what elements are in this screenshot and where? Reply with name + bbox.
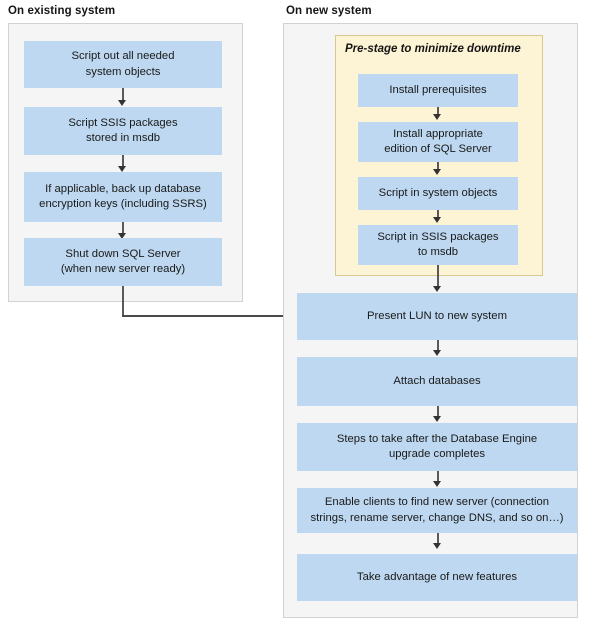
node-line-1: Script SSIS packages <box>68 116 178 129</box>
arrow-down-icon <box>118 100 127 106</box>
node-line-1: Install appropriate <box>393 127 483 140</box>
arrow-down-icon <box>118 166 127 172</box>
arrow-down-icon <box>433 350 442 356</box>
node-line-1: Script in SSIS packages <box>377 230 499 243</box>
node-install-sql-server-edition: Install appropriate edition of SQL Serve… <box>358 122 518 162</box>
connector-new-3 <box>437 471 439 483</box>
node-script-in-system-objects: Script in system objects <box>358 177 518 210</box>
node-line-2: edition of SQL Server <box>384 143 492 155</box>
node-install-prerequisites: Install prerequisites <box>358 74 518 107</box>
arrow-down-icon <box>433 114 442 120</box>
node-line-1: Attach databases <box>393 374 481 387</box>
node-line-2: to msdb <box>417 246 459 258</box>
node-shut-down-sql-server: Shut down SQL Server (when new server re… <box>24 238 222 286</box>
arrow-down-icon <box>433 481 442 487</box>
node-attach-databases: Attach databases <box>297 357 577 406</box>
node-enable-clients-find-server: Enable clients to find new server (conne… <box>297 488 577 533</box>
node-line-2: strings, rename server, change DNS, and … <box>310 511 564 524</box>
node-line-1: Enable clients to find new server (conne… <box>324 496 550 508</box>
node-line-2: system objects <box>85 65 161 78</box>
node-line-2: (when new server ready) <box>60 263 186 275</box>
connector-cross-group-horizontal <box>122 315 289 317</box>
arrow-down-icon <box>433 169 442 175</box>
group-title-new-system: On new system <box>286 5 372 17</box>
node-line-2: stored in msdb <box>85 132 161 144</box>
arrow-down-icon <box>433 543 442 549</box>
node-line-1: Steps to take after the Database Engine <box>336 432 538 445</box>
node-post-upgrade-steps: Steps to take after the Database Engine … <box>297 423 577 471</box>
node-line-2: encryption keys (including SSRS) <box>39 198 207 210</box>
connector-prestage-1 <box>437 107 439 116</box>
node-line-1: Shut down SQL Server <box>65 247 181 260</box>
node-line-1: Take advantage of new features <box>356 570 518 583</box>
node-line-1: Present LUN to new system <box>366 309 507 322</box>
node-take-advantage-new-features: Take advantage of new features <box>297 554 577 601</box>
connector-existing-3 <box>122 222 124 235</box>
connector-new-2 <box>437 406 439 418</box>
prestage-title: Pre-stage to minimize downtime <box>345 43 521 55</box>
node-line-2: upgrade completes <box>388 448 486 460</box>
connector-new-1 <box>437 340 439 352</box>
node-script-out-system-objects: Script out all needed system objects <box>24 41 222 88</box>
arrow-down-icon <box>433 286 442 292</box>
connector-prestage-exit <box>437 265 439 287</box>
node-script-ssis-packages: Script SSIS packages stored in msdb <box>24 107 222 155</box>
group-title-existing-system: On existing system <box>8 5 116 17</box>
connector-prestage-3 <box>437 210 439 219</box>
connector-cross-group-vertical <box>122 286 124 317</box>
node-line-1: Script out all needed <box>71 50 175 62</box>
node-line-1: Script in system objects <box>378 186 498 199</box>
node-line-1: Install prerequisites <box>389 83 487 96</box>
node-script-in-ssis-packages: Script in SSIS packages to msdb <box>358 225 518 265</box>
arrow-down-icon <box>433 217 442 223</box>
node-line-1: If applicable, back up database <box>45 182 201 195</box>
node-present-lun: Present LUN to new system <box>297 293 577 340</box>
node-back-up-encryption-keys: If applicable, back up database encrypti… <box>24 172 222 222</box>
connector-existing-1 <box>122 88 124 101</box>
arrow-down-icon <box>433 416 442 422</box>
connector-new-4 <box>437 533 439 545</box>
connector-prestage-2 <box>437 162 439 171</box>
arrow-down-icon <box>118 233 127 239</box>
connector-existing-2 <box>122 155 124 168</box>
